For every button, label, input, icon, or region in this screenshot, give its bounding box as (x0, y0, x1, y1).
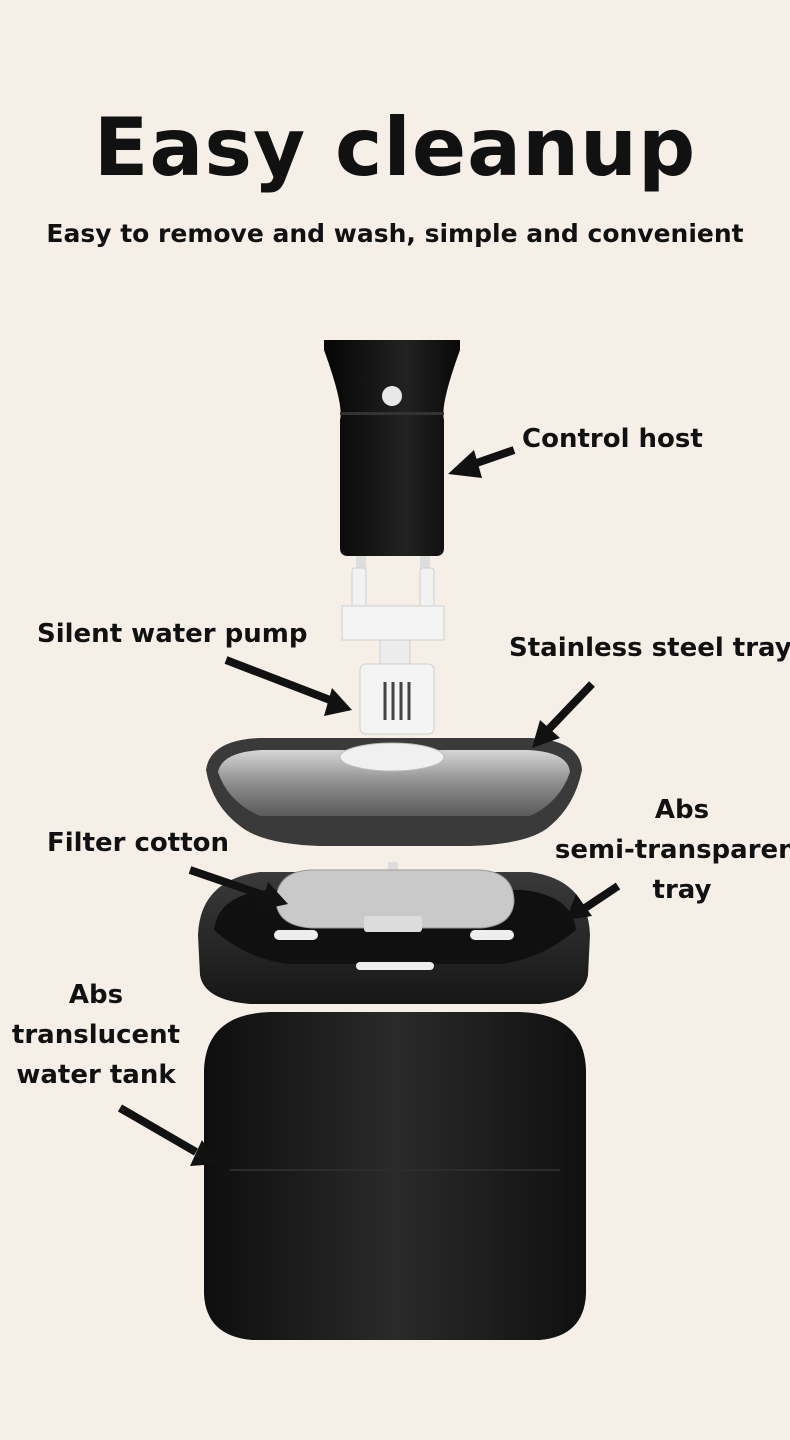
label-silent-water-pump: Silent water pump (37, 619, 308, 649)
water-tank (204, 1012, 586, 1340)
label-semi-line3: tray (652, 875, 712, 905)
arrow-steel-tray (532, 681, 595, 748)
label-semi-line1: Abs (654, 795, 710, 825)
arrow-water-tank (117, 1104, 218, 1166)
label-control-host: Control host (522, 424, 703, 454)
label-water-tank: Abs translucent water tank (0, 975, 192, 1095)
arrow-control-host (448, 446, 516, 478)
label-tank-line1: Abs (68, 980, 124, 1010)
callout-arrows (117, 446, 621, 1166)
filter-cotton (275, 862, 515, 932)
page-subtitle: Easy to remove and wash, simple and conv… (46, 219, 744, 248)
silent-water-pump (341, 567, 445, 735)
stainless-steel-tray (206, 738, 582, 846)
label-tank-line3: water tank (16, 1060, 176, 1090)
page-title: Easy cleanup (93, 101, 697, 194)
label-filter-cotton: Filter cotton (47, 828, 230, 858)
label-tank-line2: translucent (11, 1020, 181, 1050)
arrow-water-pump (224, 656, 352, 716)
arrow-semi-tray (566, 882, 621, 920)
label-stainless-steel-tray: Stainless steel tray (509, 633, 790, 663)
control-host (324, 340, 460, 574)
label-semi-transparent-tray: Abs semi-transparent tray (552, 790, 790, 910)
label-semi-line2: semi-transparent (554, 835, 790, 865)
arrow-filter-cotton (188, 866, 288, 910)
sensor-button (382, 386, 402, 406)
